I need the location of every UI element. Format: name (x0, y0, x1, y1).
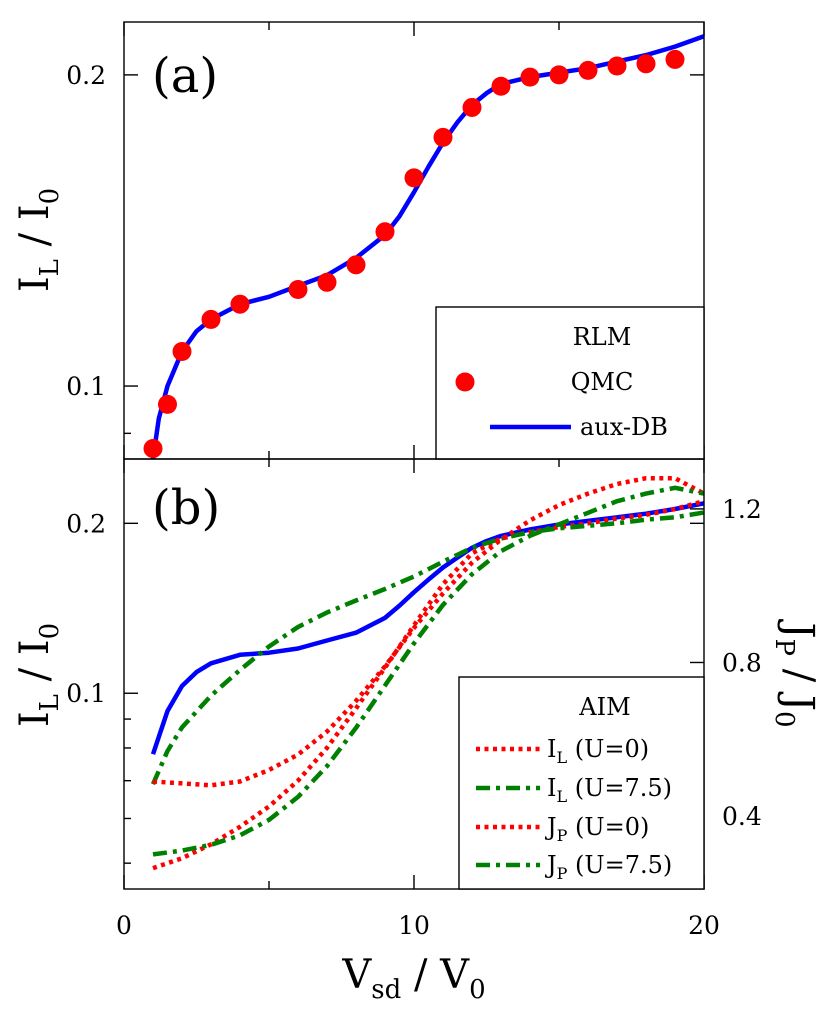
panel-a-legend: RLM QMC aux-DB (435, 306, 705, 460)
panel-b-i-l-u-7-5-line (150, 510, 704, 786)
panel-a-qmc-point (491, 76, 511, 96)
panel-a-qmc-point (230, 294, 250, 314)
panel-b-plot-area (150, 475, 704, 871)
panel-a-y-tick-label: 0.2 (66, 61, 106, 90)
x-tick-label: 20 (688, 911, 720, 940)
panel-a-qmc-point (607, 56, 627, 76)
x-axis-ticks: 0 10 20 (116, 911, 720, 940)
panel-b-aux-db-line (150, 501, 704, 755)
panel-a-qmc-point (143, 439, 163, 459)
panel-a-y-tick-label: 0.1 (66, 372, 106, 401)
panel-b-j-p-u-7-5-line (152, 485, 704, 857)
panel-b-y-tick-label: 0.1 (66, 679, 106, 708)
panel-a-legend-title: RLM (573, 323, 632, 351)
panel-b: 0.1 0.2 0.4 0.8 1.2 (b) IL / I0 JP / J0 AIM … (12, 458, 822, 890)
panel-a-y-axis-label: IL / I0 (12, 188, 65, 292)
panel-b-legend-jp-u75-label: JP (U=7.5) (544, 851, 672, 883)
panel-a-qmc-point (317, 272, 337, 292)
panel-a-qmc-point (636, 54, 656, 74)
panel-b-legend-jp-u0-label: JP (U=0) (544, 813, 649, 845)
panel-a-ticks: 0.1 0.2 (66, 22, 705, 459)
panel-a: 0.1 0.2 (a) IL / I0 RLM QMC aux-DB (12, 21, 705, 460)
panel-a-legend-qmc-marker (455, 372, 475, 392)
panel-a-qmc-point (288, 279, 308, 299)
panel-b-legend-il-u0-label: IL (U=0) (547, 735, 649, 767)
panel-a-aux-db-line (150, 34, 704, 459)
panel-b-y2-axis-label: JP / J0 (769, 618, 822, 727)
panel-b-y2-tick-label: 0.8 (722, 648, 762, 677)
panel-b-label: (b) (152, 480, 220, 536)
panel-b-y-tick-label: 0.2 (66, 509, 106, 538)
panel-b-y2-tick-label: 0.4 (722, 802, 762, 831)
x-axis-label: Vsd / V0 (341, 952, 485, 1005)
panel-b-legend-title: AIM (578, 693, 630, 721)
panel-a-qmc-point (172, 341, 192, 361)
panel-a-qmc-point (375, 222, 395, 242)
panel-a-qmc-point (549, 65, 569, 85)
panel-b-j-p-u-0-line (152, 475, 704, 788)
panel-a-legend-qmc-label: QMC (571, 368, 634, 396)
panel-a-qmc-point (462, 97, 482, 117)
panel-a-qmc-point (404, 168, 424, 188)
panel-a-legend-auxdb-label: aux-DB (580, 413, 668, 441)
panel-b-ticks: 0.1 0.2 0.4 0.8 1.2 (66, 459, 762, 889)
panel-b-legend: AIM IL (U=0) IL (U=7.5) JP (U=0) JP (U=7… (458, 676, 705, 890)
panel-a-qmc-point (578, 60, 598, 80)
panel-a-qmc-point (520, 67, 540, 87)
panel-a-qmc-point (665, 49, 685, 69)
panel-b-y-axis-label: IL / I0 (12, 623, 65, 727)
panel-a-qmc-point (158, 394, 177, 414)
x-tick-label: 0 (116, 911, 132, 940)
panel-a-label: (a) (152, 48, 218, 104)
panel-a-qmc-point (201, 309, 221, 329)
panel-a-qmc-point (433, 127, 453, 147)
panel-b-y2-tick-label: 1.2 (722, 495, 762, 524)
panel-b-i-l-u-0-line (152, 498, 704, 871)
panel-b-legend-il-u75-label: IL (U=7.5) (547, 774, 672, 806)
x-tick-label: 10 (398, 911, 430, 940)
panel-a-plot-area (143, 34, 704, 459)
panel-a-qmc-point (346, 255, 366, 275)
panel-b-legend-box (458, 676, 705, 890)
